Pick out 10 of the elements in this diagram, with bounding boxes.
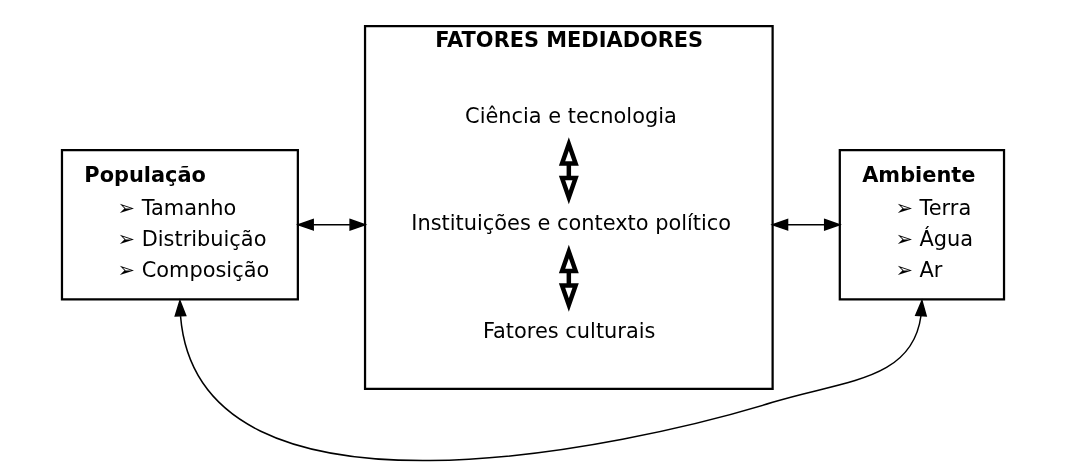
arrow: [769, 218, 842, 231]
node-box: População ➢ Tamanho ➢ Distribuição ➢ Composição: [60, 148, 299, 301]
arrow: [173, 298, 927, 462]
node-text: Fatores culturais: [482, 318, 655, 343]
arrow: [295, 218, 367, 231]
arrow: [558, 244, 579, 312]
node-text: Instituições e contexto político: [410, 211, 731, 236]
arrow: [558, 137, 579, 205]
node-text: Ciência e tecnologia: [464, 103, 677, 128]
node-box: Ambiente ➢ Terra ➢ Água ➢ Ar: [838, 148, 1005, 301]
